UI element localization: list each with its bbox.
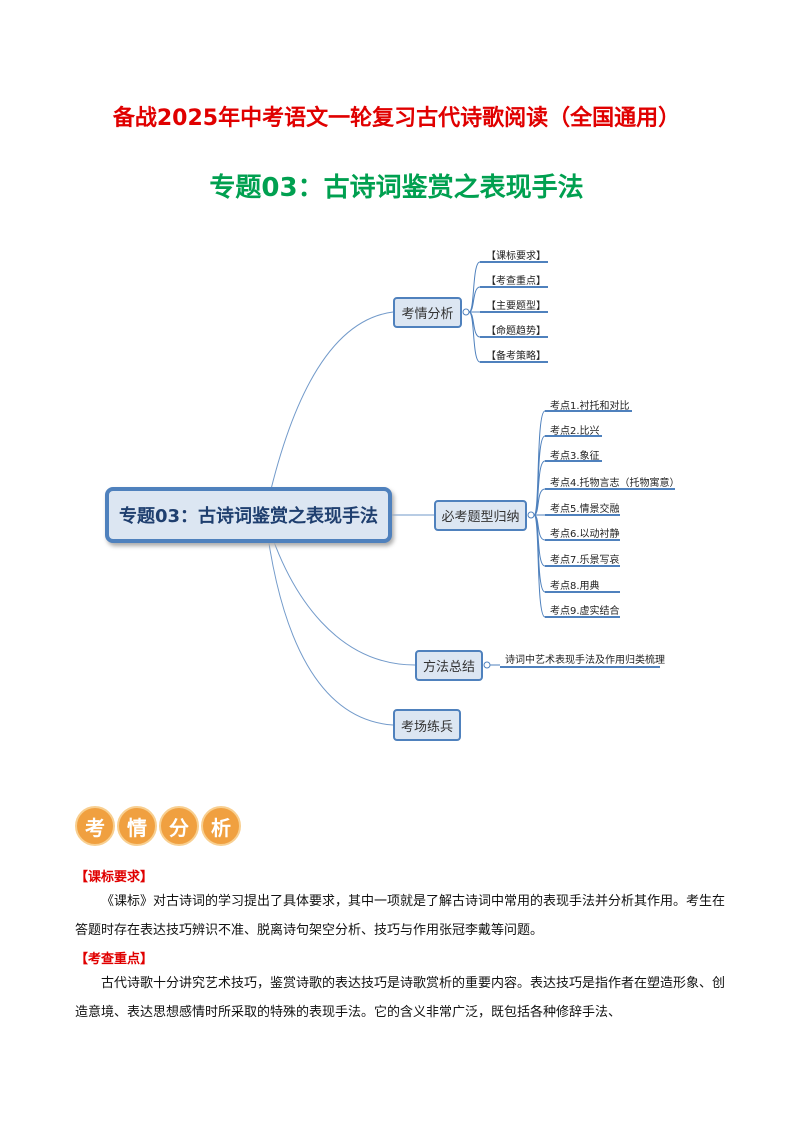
leaf-item: 【考查重点】 <box>486 276 546 287</box>
leaf-item: 考点9.虚实结合 <box>550 606 620 617</box>
mindmap-center-node: 专题03：古诗词鉴赏之表现手法 <box>105 487 392 543</box>
section-heading: 【课标要求】 <box>75 870 154 885</box>
leaf-item: 考点2.比兴 <box>550 426 600 437</box>
branch-fangfa: 方法总结 <box>415 650 483 681</box>
leaf-item: 考点5.情景交融 <box>550 504 620 515</box>
leaf-item: 考点4.托物言志（托物寓意） <box>550 478 680 489</box>
badge-char: 析 <box>201 806 241 846</box>
leaf-item: 考点6.以动衬静 <box>550 529 620 540</box>
branch-kaoqing: 考情分析 <box>393 297 462 328</box>
branch-kaochang: 考场练兵 <box>393 709 461 741</box>
section-heading: 【考查重点】 <box>75 952 154 967</box>
badge-char: 情 <box>117 806 157 846</box>
document-title: 备战2025年中考语文一轮复习古代诗歌阅读（全国通用） <box>112 106 681 131</box>
leaf-item: 【课标要求】 <box>486 251 546 262</box>
leaf-item: 考点7.乐景写哀 <box>550 555 620 566</box>
branch-bikao: 必考题型归纳 <box>434 500 527 531</box>
paragraph: 古代诗歌十分讲究艺术技巧，鉴赏诗歌的表达技巧是诗歌赏析的重要内容。表达技巧是指作… <box>75 976 726 1020</box>
leaf-item: 考点8.用典 <box>550 581 600 592</box>
document-subtitle: 专题03：古诗词鉴赏之表现手法 <box>209 173 584 203</box>
leaf-item: 诗词中艺术表现手法及作用归类梳理 <box>505 655 665 666</box>
badge-char: 分 <box>159 806 199 846</box>
leaf-item: 考点1.衬托和对比 <box>550 401 630 412</box>
leaf-item: 考点3.象征 <box>550 451 600 462</box>
leaf-item: 【主要题型】 <box>486 301 546 312</box>
section-badge: 考 情 分 析 <box>75 806 241 846</box>
leaf-item: 【命题趋势】 <box>486 326 546 337</box>
paragraph: 《课标》对古诗词的学习提出了具体要求，其中一项就是了解古诗词中常用的表现手法并分… <box>75 894 726 938</box>
leaf-item: 【备考策略】 <box>486 351 546 362</box>
badge-char: 考 <box>75 806 115 846</box>
mindmap-connectors <box>264 261 675 726</box>
